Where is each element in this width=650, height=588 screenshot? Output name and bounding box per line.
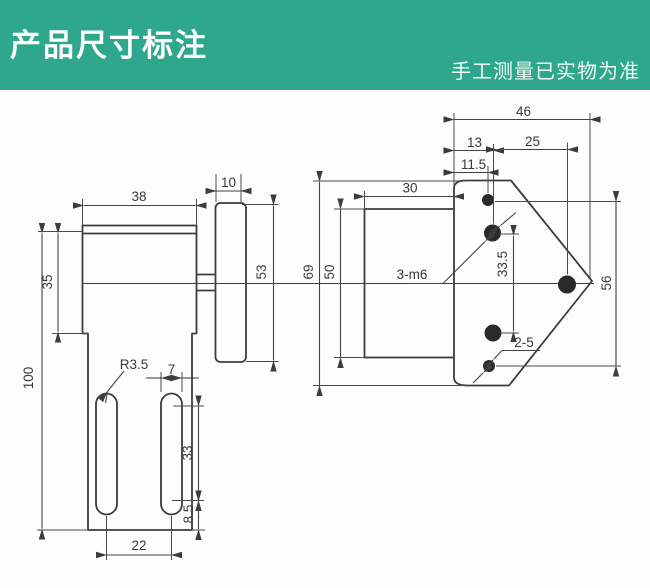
leader-lines — [98, 212, 540, 404]
dim-38: 38 — [131, 189, 146, 204]
dim-33-5: 33.5 — [495, 251, 510, 277]
side-view — [81, 202, 247, 531]
dim-53: 53 — [254, 264, 269, 279]
hole-top-small — [482, 194, 494, 206]
right-slot — [160, 392, 183, 516]
hole-upper-m6 — [484, 224, 501, 242]
dim-69: 69 — [301, 264, 316, 279]
hole-lower-m6 — [484, 324, 502, 342]
hole-right-m6 — [558, 275, 576, 294]
dimension-drawing: 38 10 35 100 53 69 R3.5 7 33 8.5 22 46 1… — [0, 90, 650, 583]
dimension-labels: 38 10 35 100 53 69 R3.5 7 33 8.5 22 46 1… — [21, 104, 614, 553]
dimension-lines — [38, 116, 620, 559]
dim-50: 50 — [322, 264, 337, 279]
dim-46: 46 — [516, 104, 531, 119]
dim-11-5: 11.5 — [461, 157, 486, 172]
dim-7: 7 — [168, 362, 176, 377]
label-2-5: 2-5 — [514, 335, 534, 350]
page-title: 产品尺寸标注 — [10, 28, 208, 63]
header-band: 产品尺寸标注 手工测量已实物为准 — [0, 0, 650, 90]
technical-drawing-svg: 38 10 35 100 53 69 R3.5 7 33 8.5 22 46 1… — [21, 104, 621, 560]
dim-33: 33 — [180, 445, 195, 460]
dim-8-5: 8.5 — [181, 505, 196, 524]
dim-22: 22 — [131, 538, 146, 553]
disc-outline — [214, 202, 247, 363]
front-body-outline — [363, 208, 454, 359]
dim-r3-5: R3.5 — [120, 357, 149, 372]
hole-bottom-small — [483, 360, 495, 372]
measurement-note: 手工测量已实物为准 — [451, 61, 640, 83]
label-3-m6: 3-m6 — [397, 267, 428, 282]
dim-35: 35 — [40, 274, 55, 289]
dim-10: 10 — [221, 175, 236, 190]
dim-13: 13 — [467, 135, 482, 150]
dim-100: 100 — [21, 367, 36, 390]
dim-56: 56 — [599, 275, 614, 290]
left-slot — [95, 392, 118, 516]
dim-30: 30 — [402, 181, 417, 196]
dim-25: 25 — [525, 134, 540, 149]
